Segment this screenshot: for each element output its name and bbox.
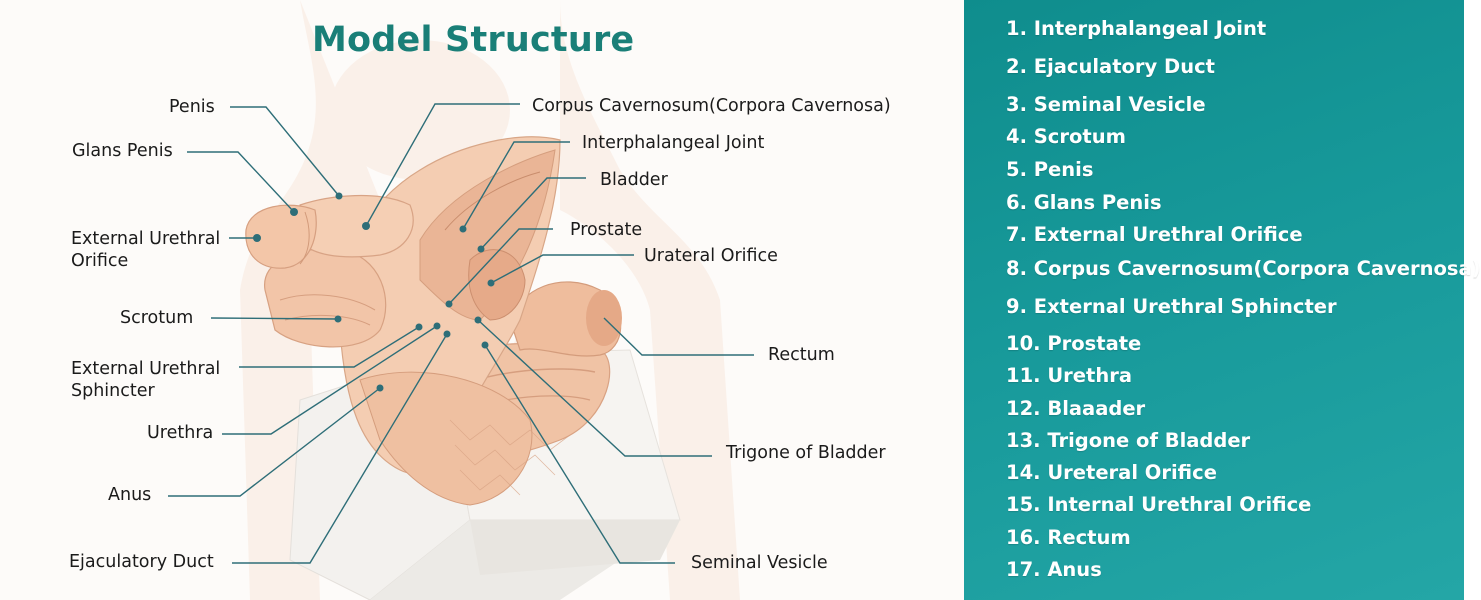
label-urateral-orifice: Urateral Orifice (644, 246, 778, 266)
label-interphalangeal-joint: Interphalangeal Joint (582, 133, 765, 153)
leader-trigone-of-bladder (477, 319, 712, 457)
label-penis: Penis (169, 97, 215, 117)
legend-item: 16. Rectum (1006, 526, 1131, 549)
label-seminal-vesicle: Seminal Vesicle (691, 553, 828, 573)
leader-urateral-orifice (490, 254, 634, 284)
label-external-urethral-sphincter-line1: External Urethral (71, 359, 221, 379)
leader-rectum (603, 317, 754, 356)
glans-shape (245, 204, 317, 269)
legend-item: 17. Anus (1006, 558, 1102, 581)
label-ejaculatory-duct: Ejaculatory Duct (69, 552, 214, 572)
legend-panel: 1. Interphalangeal Joint 2. Ejaculatory … (964, 0, 1481, 600)
legend-item: 4. Scrotum (1006, 125, 1126, 148)
leader-ejaculatory-duct (232, 333, 448, 564)
label-glans-penis: Glans Penis (72, 141, 173, 161)
leader-urethra (222, 325, 438, 435)
label-bladder: Bladder (600, 170, 668, 190)
legend-item: 12. Blaaader (1006, 397, 1146, 420)
label-prostate: Prostate (570, 220, 643, 240)
anatomical-model (245, 136, 622, 506)
leader-seminal-vesicle (484, 344, 675, 564)
leader-bladder (480, 177, 586, 250)
leader-external-urethral-sphincter (239, 326, 420, 368)
label-scrotum: Scrotum (120, 308, 194, 328)
label-anus: Anus (108, 485, 152, 505)
label-trigone-of-bladder: Trigone of Bladder (726, 443, 886, 463)
legend-item: 6. Glans Penis (1006, 191, 1162, 214)
leader-glans-penis (187, 151, 295, 213)
legend-item: 7. External Urethral Orifice (1006, 223, 1303, 246)
leader-lines (168, 103, 754, 564)
label-external-urethral-sphincter-line2: Sphincter (71, 381, 155, 401)
legend-item: 5. Penis (1006, 158, 1094, 181)
penis-shape (299, 194, 414, 258)
legend-item: 14. Ureteral Orifice (1006, 461, 1217, 484)
page-title: Model Structure (312, 20, 635, 60)
legend-item: 1. Interphalangeal Joint (1006, 17, 1267, 40)
leader-prostate (448, 228, 553, 305)
legend-item: 8. Corpus Cavernosum(Corpora Cavernosa) (1006, 257, 1481, 280)
label-urethra: Urethra (147, 423, 214, 443)
legend-item: 9. External Urethral Sphincter (1006, 295, 1337, 318)
legend-item: 11. Urethra (1006, 364, 1132, 387)
legend-item: 10. Prostate (1006, 332, 1142, 355)
diagram-panel: Model Structure Penis Glans Penis Extern… (69, 0, 891, 600)
legend-item: 3. Seminal Vesicle (1006, 93, 1206, 116)
label-rectum: Rectum (768, 345, 835, 365)
legend-item: 2. Ejaculatory Duct (1006, 55, 1215, 78)
leader-corpus-cavernosum (365, 103, 520, 227)
label-external-urethral-orifice-line1: External Urethral (71, 229, 221, 249)
label-corpus-cavernosum: Corpus Cavernosum(Corpora Cavernosa) (532, 96, 891, 116)
leader-interphalangeal-joint (462, 141, 570, 230)
legend-item: 15. Internal Urethral Orifice (1006, 493, 1312, 516)
legend-item: 13. Trigone of Bladder (1006, 429, 1251, 452)
leader-scrotum (210, 317, 339, 320)
label-external-urethral-orifice-line2: Orifice (71, 251, 129, 271)
leader-penis (230, 106, 340, 197)
anatomy-illustration (168, 0, 754, 600)
leader-anus (168, 387, 381, 497)
